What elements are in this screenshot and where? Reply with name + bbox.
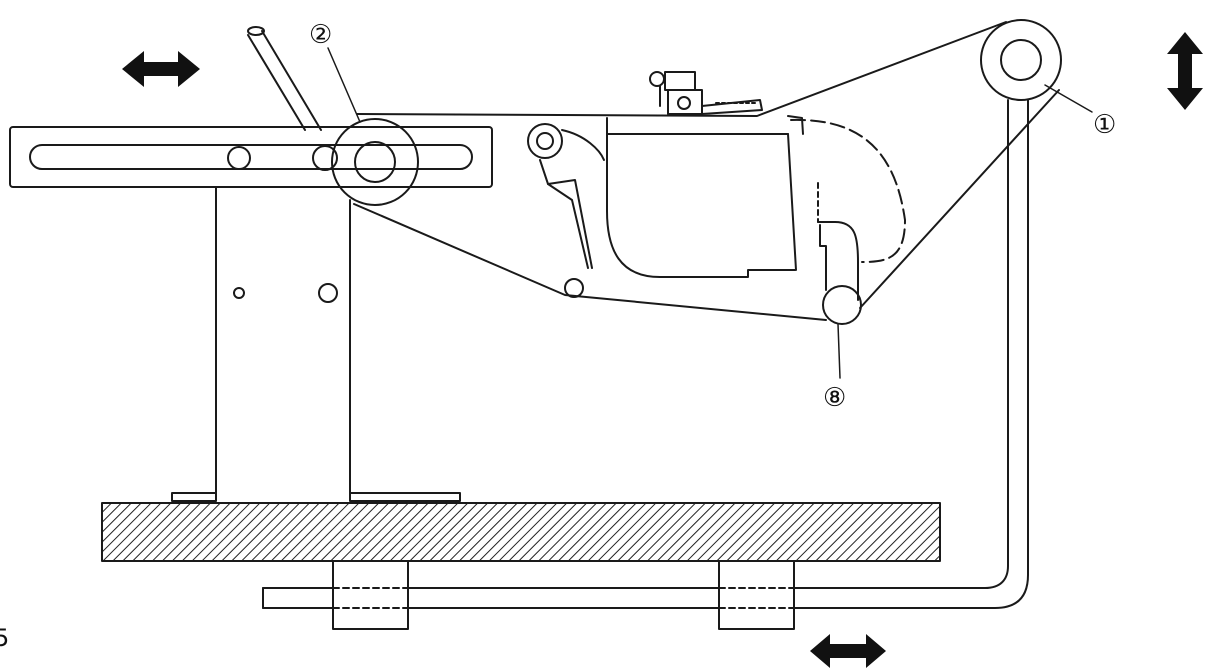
guide-rail	[262, 99, 1029, 630]
roller-two	[331, 118, 419, 206]
support-stand	[171, 186, 461, 502]
presser-foot	[649, 71, 763, 115]
belt	[353, 21, 1060, 321]
machine-body	[527, 115, 906, 301]
table-platform	[101, 502, 941, 562]
callout-one: ①	[1093, 110, 1116, 140]
double-arrow-horizontal-bottom-icon	[810, 634, 886, 668]
double-arrow-vertical-icon	[1167, 32, 1203, 110]
leader-lines	[327, 47, 1093, 379]
angled-rod	[247, 26, 322, 131]
callout-eight: ⑧	[823, 383, 846, 413]
roller-eight	[822, 285, 862, 325]
figure-number: 5	[0, 624, 9, 652]
slide-bar	[9, 126, 493, 188]
double-arrow-horizontal-icon	[122, 51, 200, 87]
callout-two: ②	[309, 20, 332, 50]
roller-one	[980, 19, 1062, 101]
